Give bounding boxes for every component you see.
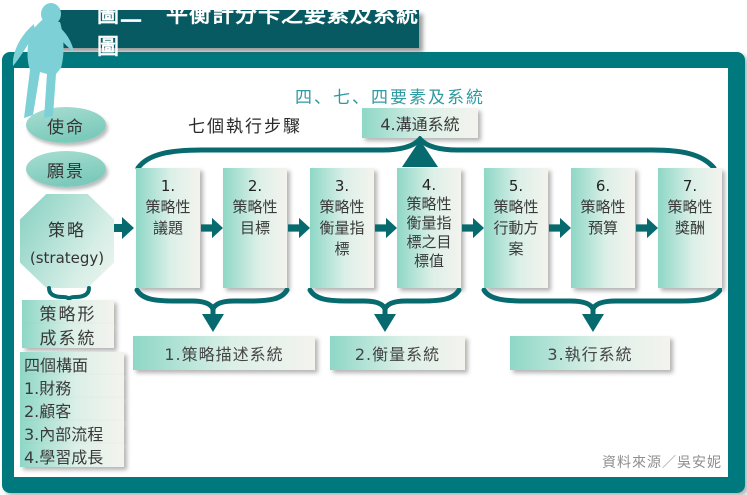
list-item: 2.顧客 <box>20 398 124 421</box>
seven-steps-row: 1. 策略性 議題 2. 策略性 目標 3. 策略性 衡量指 標 4. 策略性 … <box>136 168 722 288</box>
step-arrow-icon <box>200 217 223 239</box>
step-box-1: 1. 策略性 議題 <box>136 168 200 288</box>
step-arrow-icon <box>374 217 397 239</box>
person-silhouette-icon <box>12 3 74 118</box>
strategy-formation-box: 策略形 成系統 <box>22 300 114 349</box>
step-box-2: 2. 策略性 目標 <box>223 168 287 288</box>
list-item: 四個構面 <box>20 352 124 375</box>
step-arrow-icon <box>548 217 571 239</box>
vision-oval: 願景 <box>26 151 106 187</box>
figure-title-bar: 圖二 平衡計分卡之要素及系統圖 <box>53 3 419 60</box>
step-box-5: 5. 策略性 行動方 案 <box>484 168 548 288</box>
list-item: 4.學習成長 <box>20 444 124 467</box>
source-credit: 資料來源／吳安妮 <box>602 455 722 471</box>
bottom-brace-connectors <box>134 288 722 332</box>
list-item: 1.財務 <box>20 375 124 398</box>
seven-steps-label: 七個執行步驟 <box>188 117 302 137</box>
strategy-octagon: 策略 (strategy) <box>20 194 114 288</box>
system-box-measurement: 2.衡量系統 <box>330 336 465 370</box>
top-brace-connector <box>135 136 717 170</box>
step-arrow-icon <box>635 217 658 239</box>
step-box-3: 3. 策略性 衡量指 標 <box>310 168 374 288</box>
step-box-4: 4. 策略性 衡量指 標之目 標值 <box>397 168 461 288</box>
section-heading: 四、七、四要素及系統 <box>295 88 485 108</box>
communication-system-box: 4.溝通系統 <box>362 108 478 138</box>
mission-oval: 使命 <box>26 107 106 143</box>
figure-title: 圖二 平衡計分卡之要素及系統圖 <box>97 3 420 60</box>
four-perspectives-list: 四個構面 1.財務 2.顧客 3.內部流程 4.學習成長 <box>20 352 124 467</box>
step-box-7: 7. 策略性 獎酬 <box>658 168 722 288</box>
list-item: 3.內部流程 <box>20 421 124 444</box>
step-box-6: 6. 策略性 預算 <box>571 168 635 288</box>
system-box-strategy-description: 1.策略描述系統 <box>133 336 315 370</box>
step-arrow-icon <box>461 217 484 239</box>
strategy-entry-arrow-icon <box>110 217 134 239</box>
communication-system-label: 4.溝通系統 <box>380 115 460 134</box>
step-arrow-icon <box>287 217 310 239</box>
system-box-execution: 3.執行系統 <box>510 336 670 370</box>
